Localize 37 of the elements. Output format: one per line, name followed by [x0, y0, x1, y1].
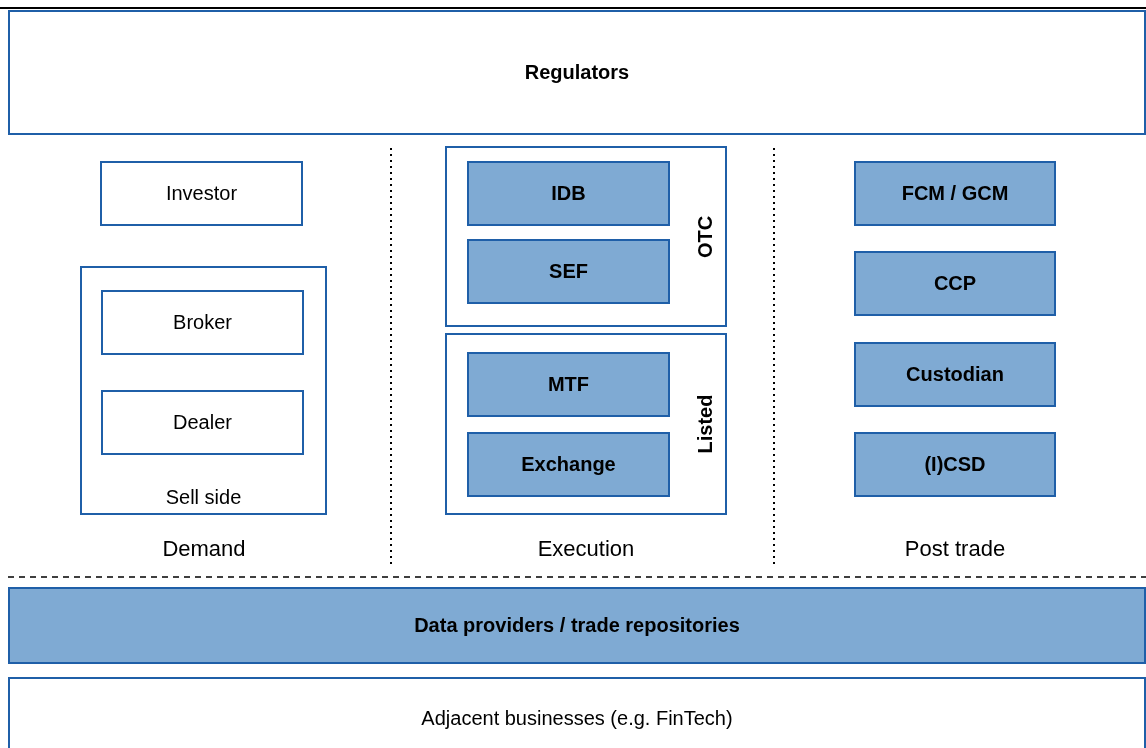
box-label: Adjacent businesses (e.g. FinTech) — [421, 707, 733, 730]
box-label: Broker — [173, 311, 232, 334]
group-label: OTC — [694, 215, 717, 258]
box-label: CCP — [933, 272, 977, 295]
entity-box — [467, 432, 670, 497]
data-band — [8, 587, 1146, 664]
box-label: IDB — [551, 182, 586, 205]
box-label: SEF — [549, 260, 588, 283]
entity-box — [854, 342, 1056, 407]
box-label: (I)CSD — [924, 453, 986, 476]
entity-box — [854, 432, 1056, 497]
group-box — [80, 266, 327, 515]
entity-box — [467, 161, 670, 226]
column-heading: Post trade — [904, 536, 1006, 562]
entity-box — [854, 251, 1056, 316]
box-label: Exchange — [521, 453, 616, 476]
regulator-band — [8, 10, 1146, 135]
box-label: Regulators — [524, 61, 630, 84]
box-label: Data providers / trade repositories — [414, 614, 740, 637]
entity-box — [854, 161, 1056, 226]
column-heading: Demand — [162, 536, 246, 562]
group-label: Sell side — [164, 486, 243, 509]
box-label: Investor — [165, 182, 238, 205]
entity-box — [467, 239, 670, 304]
entity-box — [100, 161, 303, 226]
business-band — [8, 677, 1146, 748]
group-box — [445, 146, 727, 327]
entity-box — [101, 290, 304, 355]
box-label: MTF — [547, 373, 590, 396]
entity-box — [467, 352, 670, 417]
box-label: Dealer — [173, 411, 232, 434]
box-label: FCM / GCM — [901, 182, 1009, 205]
column-heading: Execution — [537, 536, 635, 562]
entity-box — [101, 390, 304, 455]
box-label: Custodian — [906, 363, 1004, 386]
group-label: Listed — [694, 394, 717, 454]
group-box — [445, 333, 727, 515]
